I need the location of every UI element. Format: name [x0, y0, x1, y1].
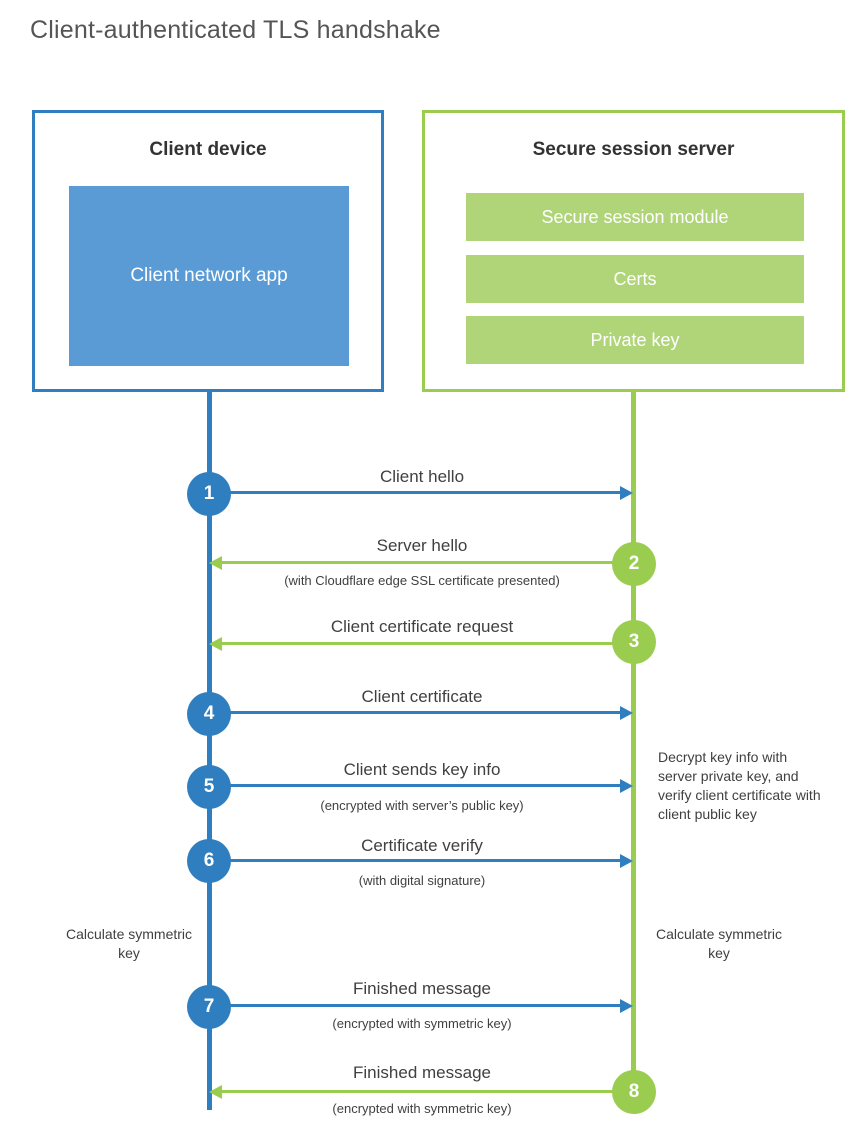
page-title: Client-authenticated TLS handshake: [30, 16, 441, 44]
step-5-arrow-line: [209, 784, 621, 787]
step-5-circle: 5: [187, 765, 231, 809]
step-6-arrow-head-icon: [620, 854, 633, 868]
step-7-arrow-line: [209, 1004, 621, 1007]
step-2-label: Server hello: [376, 536, 468, 555]
step-7-circle: 7: [187, 985, 231, 1029]
step-8-arrow-head-icon: [209, 1085, 222, 1099]
server-bar-certs: Certs: [466, 255, 804, 303]
step-6-arrow-line: [209, 859, 621, 862]
server-bar-private-key: Private key: [466, 316, 804, 364]
step-3-label: Client certificate request: [330, 617, 514, 636]
step-2-arrow-line: [222, 561, 632, 564]
step-8-label: Finished message: [353, 1063, 491, 1082]
client-device-title: Client device: [149, 139, 267, 160]
step-2-arrow-head-icon: [209, 556, 222, 570]
client-lifeline: [207, 392, 212, 1110]
step-7-arrow-head-icon: [620, 999, 633, 1013]
step-3-circle: 3: [612, 620, 656, 664]
step-5-label: Client sends key info: [343, 760, 501, 779]
step-4-circle: 4: [187, 692, 231, 736]
step-4-arrow-head-icon: [620, 706, 633, 720]
secure-session-server-box: Secure session server Secure session mod…: [422, 110, 845, 392]
step-7-label: Finished message: [353, 979, 491, 998]
step-1-label: Client hello: [379, 467, 465, 486]
step-5-arrow-head-icon: [620, 779, 633, 793]
step-1-arrow-head-icon: [620, 486, 633, 500]
server-calculate-symmetric-key-note: Calculate symmetric key: [655, 926, 783, 961]
step-8-arrow-line: [222, 1090, 632, 1093]
step-4-arrow-line: [209, 711, 621, 714]
step-3-arrow-head-icon: [209, 637, 222, 651]
client-network-app-block: Client network app: [69, 186, 349, 366]
secure-session-server-title: Secure session server: [532, 139, 735, 160]
step-4-label: Client certificate: [361, 687, 483, 706]
step-5-sublabel: (encrypted with server’s public key): [320, 798, 524, 813]
step-8-sublabel: (encrypted with symmetric key): [332, 1101, 512, 1116]
step-8-circle: 8: [612, 1070, 656, 1114]
client-calculate-symmetric-key-note: Calculate symmetric key: [65, 926, 193, 961]
step-7-sublabel: (encrypted with symmetric key): [332, 1016, 512, 1031]
step-6-circle: 6: [187, 839, 231, 883]
step-2-sublabel: (with Cloudflare edge SSL certificate pr…: [284, 573, 560, 588]
client-device-box: Client device Client network app: [32, 110, 384, 392]
server-decrypt-annotation: Decrypt key info with server private key…: [658, 749, 821, 822]
step-6-sublabel: (with digital signature): [358, 873, 486, 888]
step-6-label: Certificate verify: [361, 836, 483, 855]
server-bar-secure-session-module: Secure session module: [466, 193, 804, 241]
step-2-circle: 2: [612, 542, 656, 586]
step-1-circle: 1: [187, 472, 231, 516]
step-1-arrow-line: [209, 491, 621, 494]
server-lifeline: [631, 392, 636, 1092]
step-3-arrow-line: [222, 642, 632, 645]
